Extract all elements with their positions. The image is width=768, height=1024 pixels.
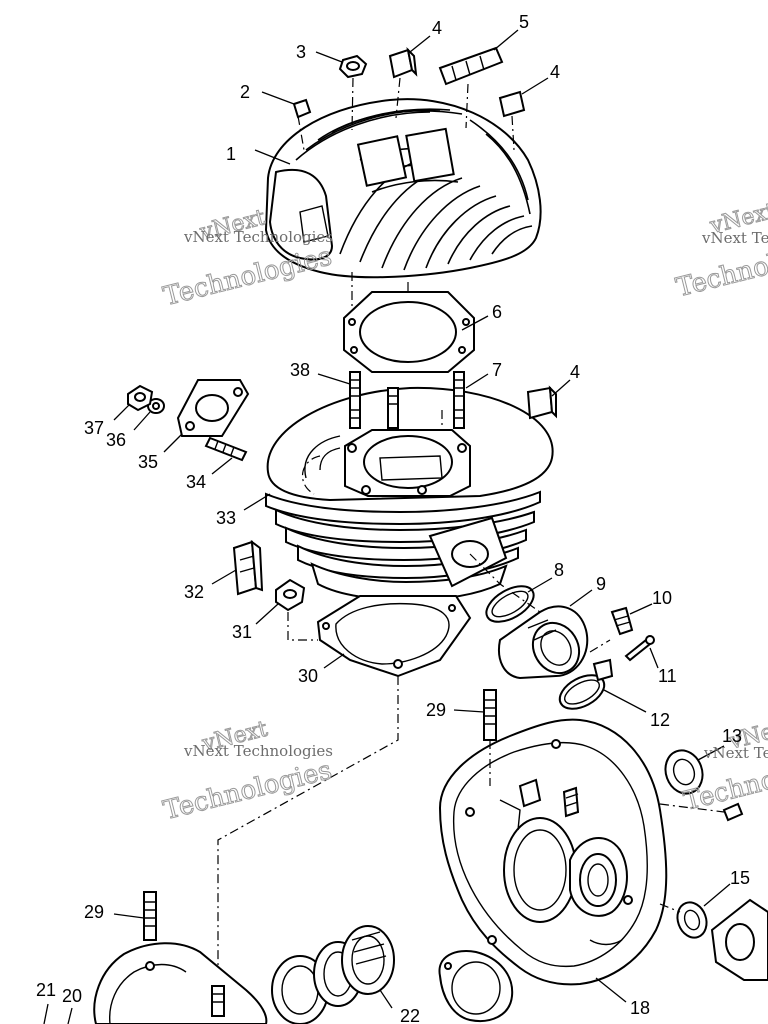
base-gasket (217, 595, 472, 980)
label-1: 1 (226, 144, 236, 164)
label-32: 32 (184, 582, 204, 602)
head-hardware (292, 46, 526, 151)
bumper-32 (232, 539, 264, 596)
label-36: 36 (106, 430, 126, 450)
rubber-block-side (526, 385, 557, 420)
seal-13 (659, 749, 744, 822)
label-20: 20 (62, 986, 82, 1006)
label-8: 8 (554, 560, 564, 580)
watermark-text-4: vNext Technologies (703, 744, 768, 762)
label-6: 6 (492, 302, 502, 322)
label-29-bottom: 29 (84, 902, 104, 922)
label-10: 10 (652, 588, 672, 608)
label-4-right: 4 (550, 62, 560, 82)
label-2: 2 (240, 82, 250, 102)
watermark-tech-1: Technologies (160, 241, 334, 312)
label-31: 31 (232, 622, 252, 642)
label-21: 21 (36, 980, 56, 1000)
leader-lines (43, 29, 731, 1024)
label-4-top: 4 (432, 18, 442, 38)
cylinder-studs (349, 371, 465, 430)
label-22: 22 (400, 1006, 420, 1024)
label-38: 38 (290, 360, 310, 380)
label-29-top: 29 (426, 700, 446, 720)
watermark-text-3: vNext Technologies (183, 742, 333, 760)
intake-parts (469, 553, 655, 710)
lower-case-half (93, 891, 268, 1024)
label-18: 18 (630, 998, 650, 1018)
part-labels: 1 2 3 4 4 4 5 6 7 8 9 10 11 12 13 15 18 … (36, 12, 750, 1024)
crankcase (438, 689, 668, 986)
label-15: 15 (730, 868, 750, 888)
label-11: 11 (658, 666, 677, 686)
label-33: 33 (216, 508, 236, 528)
watermark-text-1: vNext Technologies (183, 228, 333, 246)
label-7: 7 (492, 360, 502, 380)
label-34: 34 (186, 472, 206, 492)
label-37: 37 (84, 418, 104, 438)
head-gasket (343, 272, 475, 373)
label-5: 5 (519, 12, 529, 32)
label-12: 12 (650, 710, 670, 730)
cover-gasket (438, 950, 514, 1022)
bearings-22 (271, 925, 395, 1024)
watermark-tech-3: Technologies (160, 755, 334, 826)
label-35: 35 (138, 452, 158, 472)
nut-31 (275, 578, 306, 612)
cylinder-head (264, 98, 542, 279)
cylinder (265, 386, 554, 602)
watermark-text-2: vNext Technologies (701, 229, 768, 247)
seal-15 (659, 898, 768, 981)
left-flange-assembly (127, 379, 250, 462)
label-4-side: 4 (570, 362, 580, 382)
label-3: 3 (296, 42, 306, 62)
label-9: 9 (596, 574, 606, 594)
label-30: 30 (298, 666, 318, 686)
label-13: 13 (722, 726, 742, 746)
